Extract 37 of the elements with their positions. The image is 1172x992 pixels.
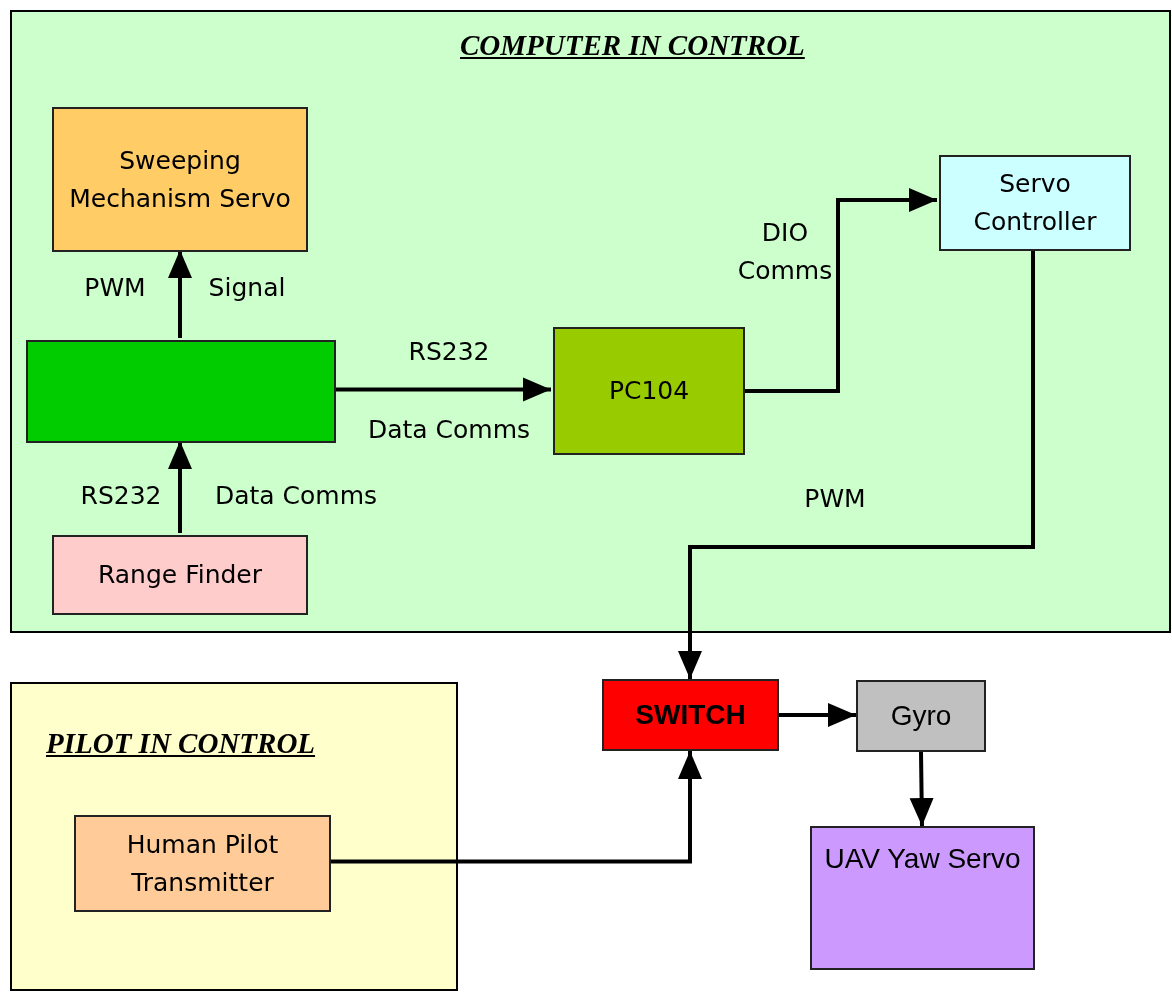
process-box bbox=[52, 107, 308, 252]
process-box bbox=[553, 327, 745, 455]
arrow bbox=[334, 377, 551, 402]
node-label: Gyro bbox=[889, 699, 953, 733]
arrow bbox=[329, 751, 702, 864]
edge-label: DIO Comms bbox=[736, 217, 834, 287]
arrow bbox=[909, 751, 934, 827]
signal-label: Data Comms bbox=[367, 414, 531, 446]
edge-label: PWM bbox=[803, 483, 867, 515]
node-label: Human Pilot Transmitter bbox=[125, 828, 280, 899]
process-box bbox=[810, 826, 1035, 970]
node-label: PC104 bbox=[607, 375, 691, 407]
process-box bbox=[74, 815, 331, 912]
node-label: Servo Controller bbox=[972, 168, 1098, 238]
signal-label: Data Comms bbox=[214, 480, 378, 512]
process-box bbox=[26, 340, 336, 443]
signal-label: Signal bbox=[208, 272, 286, 304]
node-label: UAV Yaw Servo bbox=[823, 842, 1022, 876]
signal-label: RS232 bbox=[80, 480, 162, 512]
arrow bbox=[168, 441, 192, 533]
panel-title: PILOT IN CONTROL bbox=[46, 726, 316, 761]
process-box bbox=[856, 680, 986, 752]
arrow bbox=[168, 250, 192, 338]
arrow bbox=[779, 703, 856, 727]
panel-title: COMPUTER IN CONTROL bbox=[460, 28, 805, 63]
arrow bbox=[743, 188, 937, 393]
panel bbox=[10, 682, 458, 991]
switch-box bbox=[602, 679, 779, 751]
node-label: Sweeping Mechanism Servo bbox=[68, 144, 292, 215]
node-label: SWITCH bbox=[634, 698, 747, 732]
process-box bbox=[52, 535, 308, 615]
signal-label: PWM bbox=[84, 272, 146, 304]
signal-label: RS232 bbox=[408, 336, 490, 368]
arrow bbox=[678, 249, 1035, 679]
panel bbox=[10, 10, 1171, 633]
process-box bbox=[939, 155, 1131, 251]
node-label: Range Finder bbox=[96, 559, 264, 591]
